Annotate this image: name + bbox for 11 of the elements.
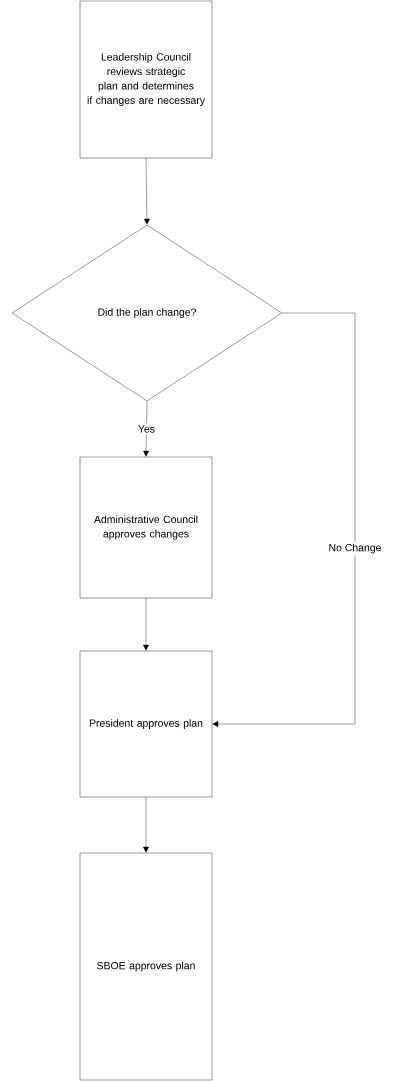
process-box: President approves plan [79,650,213,798]
process-box: SBOE approves plan [79,852,213,1081]
arrow [143,401,150,457]
process-box: Leadership Council reviews strategic plan and determines if changes are necessary [79,0,213,159]
edge-label: Yes [135,423,158,435]
edge-label: No Change [326,541,384,556]
arrow [143,797,149,853]
process-box: Administrative Council approves changes [79,456,213,599]
arrow [212,312,356,727]
arrow [143,598,149,651]
arrow [144,158,150,225]
